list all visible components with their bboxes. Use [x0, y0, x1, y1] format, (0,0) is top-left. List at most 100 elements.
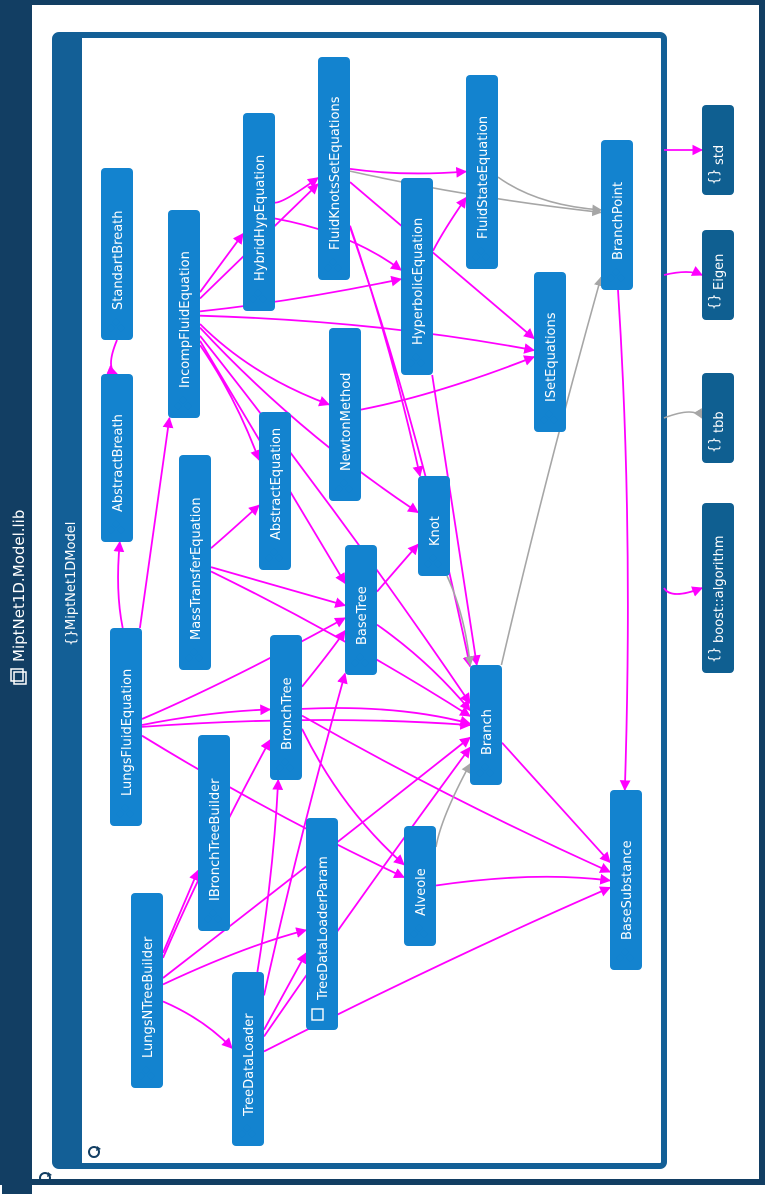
node-box	[131, 893, 163, 1088]
edge-IncompFluidEquation-to-NewtonMethod	[199, 323, 331, 407]
node-box	[198, 735, 230, 931]
edge-LungsNTreeBuilder-to-TreeDataLoader	[162, 1000, 233, 1049]
node-abstractbreath[interactable]: AbstractBreath	[101, 374, 133, 542]
edge-BronchTree-to-Alveole	[301, 728, 405, 866]
edge-IncompFluidEquation-to-Branch	[199, 335, 471, 705]
node-standartbreath[interactable]: StandartBreath	[101, 168, 133, 340]
node-branch[interactable]: Branch	[470, 665, 502, 785]
edge-IncompFluidEquation-to-HyperbolicEquation	[199, 275, 403, 313]
node-box	[702, 230, 734, 320]
node-box	[466, 75, 498, 269]
node-box	[601, 140, 633, 290]
nodes-layer: StandartBreathAbstractBreathLungsFluidEq…	[101, 57, 734, 1146]
edge-HyperbolicEquation-to-Branch	[431, 374, 481, 667]
node-label: LungsFluidEquation	[120, 669, 135, 796]
namespace-title-group: {} MiptNet1DModel	[64, 522, 79, 646]
node-label: Knot	[428, 516, 443, 546]
node-knot[interactable]: Knot	[418, 476, 450, 576]
edge-IncompFluidEquation-to-Knot	[199, 326, 419, 514]
node-hyperbolicequation[interactable]: HyperbolicEquation	[401, 178, 433, 375]
svg-text:{}: {}	[707, 168, 722, 185]
node-masstransferequation[interactable]: MassTransferEquation	[179, 455, 211, 670]
namespace-icon: {}	[707, 646, 722, 663]
node-label: FluidStateEquation	[476, 116, 491, 239]
class-icon	[248, 288, 268, 304]
edge-BaseTree-to-Branch	[376, 623, 471, 712]
external-namespace-boost-algorithm[interactable]: {} boost::algorithm	[702, 503, 734, 673]
class-icon	[323, 257, 343, 273]
node-box	[101, 374, 133, 542]
node-alveole[interactable]: Alveole	[404, 826, 436, 946]
node-isetequations[interactable]: ISetEquations	[534, 272, 566, 432]
node-box	[610, 790, 642, 970]
node-basesubstance[interactable]: BaseSubstance	[610, 790, 642, 970]
svg-text:{}: {}	[707, 293, 722, 310]
node-lungsntreebuilder[interactable]: LungsNTreeBuilder	[131, 893, 163, 1088]
library-icon	[10, 668, 27, 685]
node-abstractequation[interactable]: AbstractEquation	[259, 412, 291, 570]
edge-LungsNTreeBuilder-to-IBronchTreeBuilder	[162, 869, 200, 954]
node-hybridhypequation[interactable]: HybridHypEquation	[243, 113, 275, 311]
namespace-refresh-icon[interactable]	[88, 1146, 101, 1158]
edge-TreeDataLoader-to-BaseTree	[263, 672, 348, 996]
node-treedataloaderparam[interactable]: TreeDataLoaderParam	[306, 818, 338, 1030]
node-box	[470, 665, 502, 785]
node-label: IBronchTreeBuilder	[208, 778, 223, 901]
edge-IncompFluidEquation-to-ISetEquations	[199, 314, 536, 354]
node-label: AbstractBreath	[111, 414, 126, 512]
node-treedataloader[interactable]: TreeDataLoader	[232, 972, 264, 1146]
node-fluidknotssetequations[interactable]: FluidKnotsSetEquations	[318, 57, 350, 280]
node-label: NewtonMethod	[339, 373, 354, 471]
edge-MipptNet1DModel-to-Eigen	[663, 266, 703, 276]
node-label: Alveole	[414, 868, 429, 916]
node-label: Branch	[480, 709, 495, 755]
node-basetree[interactable]: BaseTree	[345, 545, 377, 675]
edge-Branch-to-BaseSubstance	[501, 742, 611, 864]
external-namespace-tbb[interactable]: {}tbb	[702, 373, 734, 463]
node-ibronchtreebuilder[interactable]: IBronchTreeBuilder	[198, 735, 230, 931]
edge-TreeDataLoader-to-Branch	[263, 746, 471, 1038]
namespace-icon: {}	[707, 168, 722, 185]
external-namespace-eigen[interactable]: {}Eigen	[702, 230, 734, 320]
edge-HyperbolicEquation-to-FluidStateEquation	[432, 196, 467, 252]
edge-LungsFluidEquation-to-Branch	[141, 719, 472, 730]
edge-FluidKnotsSetEquations-to-FluidStateEquation	[349, 166, 468, 178]
namespace-title: MiptNet1DModel	[64, 522, 79, 630]
node-box	[345, 545, 377, 675]
node-label: boost::algorithm	[712, 535, 727, 643]
node-box	[702, 105, 734, 195]
node-box	[404, 826, 436, 946]
node-label: BranchPoint	[611, 182, 626, 260]
node-label: std	[712, 145, 727, 165]
namespace-icon: {}	[707, 293, 722, 310]
refresh-icon[interactable]	[39, 1172, 52, 1184]
library-title-group: MiptNet1D.Model.lib	[10, 510, 28, 685]
node-box	[270, 635, 302, 780]
edge-FluidKnotsSetEquations-to-Branch	[349, 226, 474, 668]
node-label: TreeDataLoader	[242, 1013, 257, 1117]
node-box	[702, 503, 734, 673]
node-box	[534, 272, 566, 432]
external-namespace-std[interactable]: {} std	[702, 105, 734, 195]
edge-TreeDataLoader-to-BronchTree	[256, 778, 284, 973]
node-newtonmethod[interactable]: NewtonMethod	[329, 328, 361, 501]
edge-MassTransferEquation-to-BaseTree	[210, 566, 347, 608]
edge-TreeDataLoader-to-TreeDataLoaderParam	[263, 952, 307, 1031]
edge-MipptNet1DModel-to-tbb	[663, 408, 703, 419]
node-incompfluidequation[interactable]: IncompFluidEquation	[168, 210, 200, 418]
node-lungsfluidequation[interactable]: LungsFluidEquation	[110, 628, 142, 826]
node-bronchtree[interactable]: BronchTree	[270, 635, 302, 780]
edge-MipptNet1DModel-to-boost_algorithm	[663, 586, 704, 597]
node-label: LungsNTreeBuilder	[141, 936, 156, 1058]
namespace-sidebar	[55, 35, 82, 1166]
node-box	[110, 628, 142, 826]
node-fluidstateequation[interactable]: FluidStateEquation	[466, 75, 498, 269]
node-box	[306, 818, 338, 1030]
node-label: FluidKnotsSetEquations	[328, 96, 343, 250]
edge-LungsNTreeBuilder-to-TreeDataLoaderParam	[162, 927, 308, 986]
node-box	[702, 373, 734, 463]
node-branchpoint[interactable]: BranchPoint	[601, 140, 633, 290]
node-box	[329, 328, 361, 501]
node-box	[232, 972, 264, 1146]
edge-BronchTree-to-BaseTree	[301, 629, 346, 688]
